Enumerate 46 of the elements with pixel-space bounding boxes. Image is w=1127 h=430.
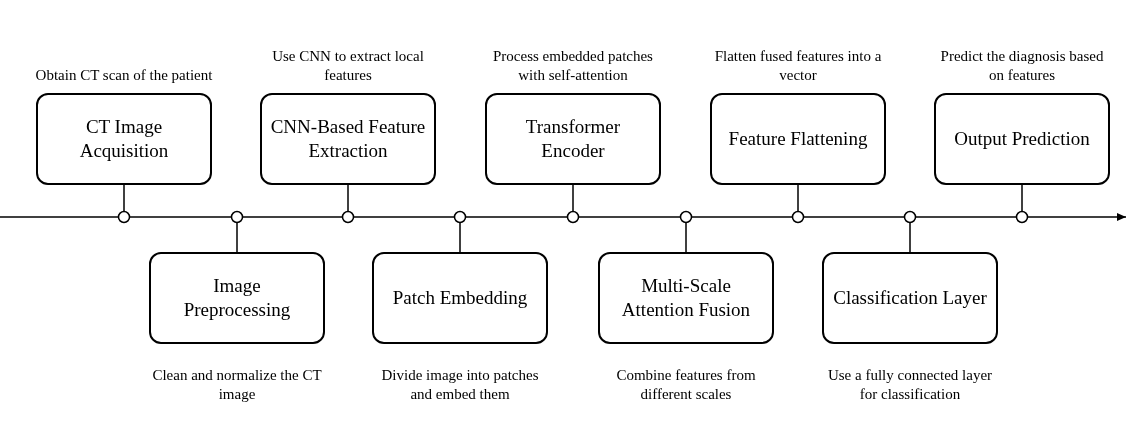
connector-line — [572, 184, 574, 213]
connector-line — [1021, 184, 1023, 213]
connector-line — [909, 221, 911, 253]
step-box: Classification Layer — [822, 252, 998, 344]
step-description: Predict the diagnosis based on features — [939, 47, 1105, 85]
step-box: Multi-Scale Attention Fusion — [598, 252, 774, 344]
connector-line — [241, 216, 344, 218]
connector-line — [577, 216, 682, 218]
connector-line — [128, 216, 233, 218]
connector-line — [236, 221, 238, 253]
connector-line — [802, 216, 906, 218]
timeline-marker — [566, 210, 580, 224]
step-description: Flatten fused features into a vector — [713, 47, 883, 85]
connector-line — [797, 184, 799, 213]
step-description: Use a fully connected layer for classification — [826, 366, 994, 404]
connector-line — [347, 184, 349, 213]
step-box: Image Preprocessing — [149, 252, 325, 344]
connector-line — [914, 216, 1018, 218]
connector-line — [464, 216, 569, 218]
connector-line — [123, 184, 125, 213]
connector-line — [352, 216, 456, 218]
timeline-marker — [453, 210, 467, 224]
timeline-axis — [0, 216, 120, 218]
step-description: Process embedded patches with self-attention — [492, 47, 654, 85]
step-box: Transformer Encoder — [485, 93, 661, 185]
step-box: Feature Flattening — [710, 93, 886, 185]
timeline-marker — [679, 210, 693, 224]
connector-line — [690, 216, 794, 218]
timeline-marker — [791, 210, 805, 224]
step-box: CT Image Acquisition — [36, 93, 212, 185]
timeline-marker — [341, 210, 355, 224]
timeline-marker — [903, 210, 917, 224]
step-box: CNN-Based Feature Extraction — [260, 93, 436, 185]
step-box: Output Prediction — [934, 93, 1110, 185]
connector-line — [685, 221, 687, 253]
step-description: Use CNN to extract local features — [271, 47, 425, 85]
timeline-marker — [117, 210, 131, 224]
connector-line — [459, 221, 461, 253]
step-box: Patch Embedding — [372, 252, 548, 344]
timeline-marker — [1015, 210, 1029, 224]
timeline-marker — [230, 210, 244, 224]
step-description: Combine features from different scales — [615, 366, 757, 404]
step-description: Divide image into patches and embed them — [380, 366, 540, 404]
timeline-axis — [1026, 213, 1127, 221]
step-description: Clean and normalize the CT image — [151, 366, 323, 404]
step-description: Obtain CT scan of the patient — [34, 66, 214, 85]
